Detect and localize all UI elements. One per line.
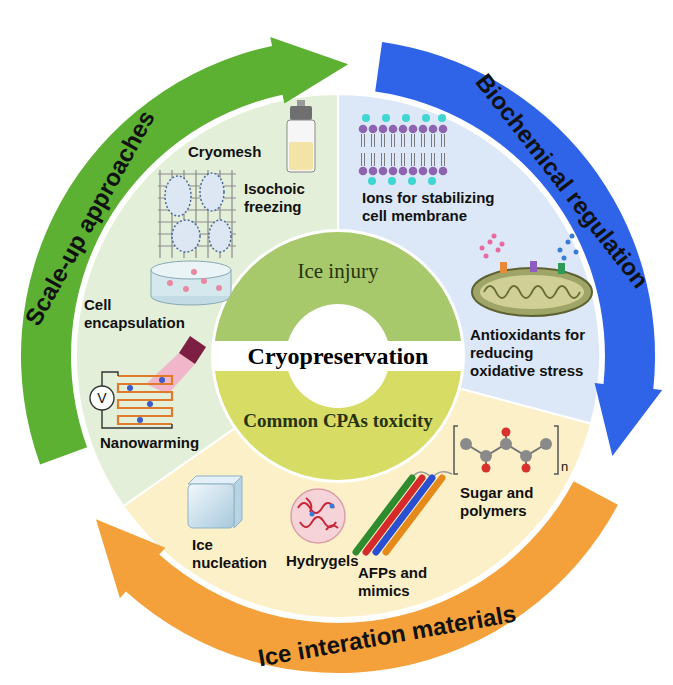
item-label: Ions for stabilizing cell membrane <box>362 189 514 225</box>
node-text: Biochemical regulation <box>469 69 654 294</box>
label-slot: Sugar and polymers <box>460 484 542 520</box>
label-slot: Nanowarming <box>100 434 199 452</box>
node-text: Common CPAs toxicity <box>214 410 462 432</box>
label-slot: V <box>94 389 110 407</box>
node-text: Cryopreservation <box>214 341 462 371</box>
item-label: Sugar and polymers <box>460 484 542 520</box>
ring-shape <box>214 232 462 356</box>
ring-path <box>214 356 462 480</box>
item-label: Ice nucleation <box>192 536 284 572</box>
ring-segment: Ice injury <box>214 232 462 356</box>
meter-symbol-text: V <box>94 389 110 407</box>
arrow-label-slot: Ice interation materials <box>256 599 518 672</box>
label-slot: Cell encapsulation <box>84 296 200 332</box>
arrow-path <box>96 481 618 673</box>
arrow-label-slot: Biochemical regulation <box>469 69 654 294</box>
label-slot: Ice nucleation <box>192 536 284 572</box>
item-label: AFPs and mimics <box>358 564 436 600</box>
item-label: Isochoic freezing <box>244 180 326 216</box>
label-slot: Isochoic freezing <box>244 180 326 216</box>
text-slot: Cryopreservation <box>214 341 462 371</box>
item-label: Antioxidants for reducing oxidative stre… <box>470 326 600 380</box>
label-slot: AFPs and mimics <box>358 564 436 600</box>
ring-path <box>214 232 462 356</box>
label-slot: Ions for stabilizing cell membrane <box>362 189 514 225</box>
label-slot: Hydrygels <box>286 552 359 570</box>
center-band: Cryopreservation <box>214 341 462 371</box>
text-slot: Ice injury <box>214 232 462 283</box>
label-slot: n <box>561 458 568 476</box>
item-label: Cryomesh <box>188 143 261 161</box>
item-label: Hydrygels <box>286 552 359 570</box>
node-text: Ice interation materials <box>256 599 518 672</box>
item-label: Cell encapsulation <box>84 296 200 332</box>
label-slot: Antioxidants for reducing oxidative stre… <box>470 326 600 380</box>
item-label: Nanowarming <box>100 434 199 452</box>
label-slot: Cryomesh <box>188 143 261 161</box>
repeat-index: n <box>561 458 568 476</box>
node-text: Ice injury <box>214 259 462 283</box>
ring-segment: Common CPAs toxicity <box>214 356 462 480</box>
